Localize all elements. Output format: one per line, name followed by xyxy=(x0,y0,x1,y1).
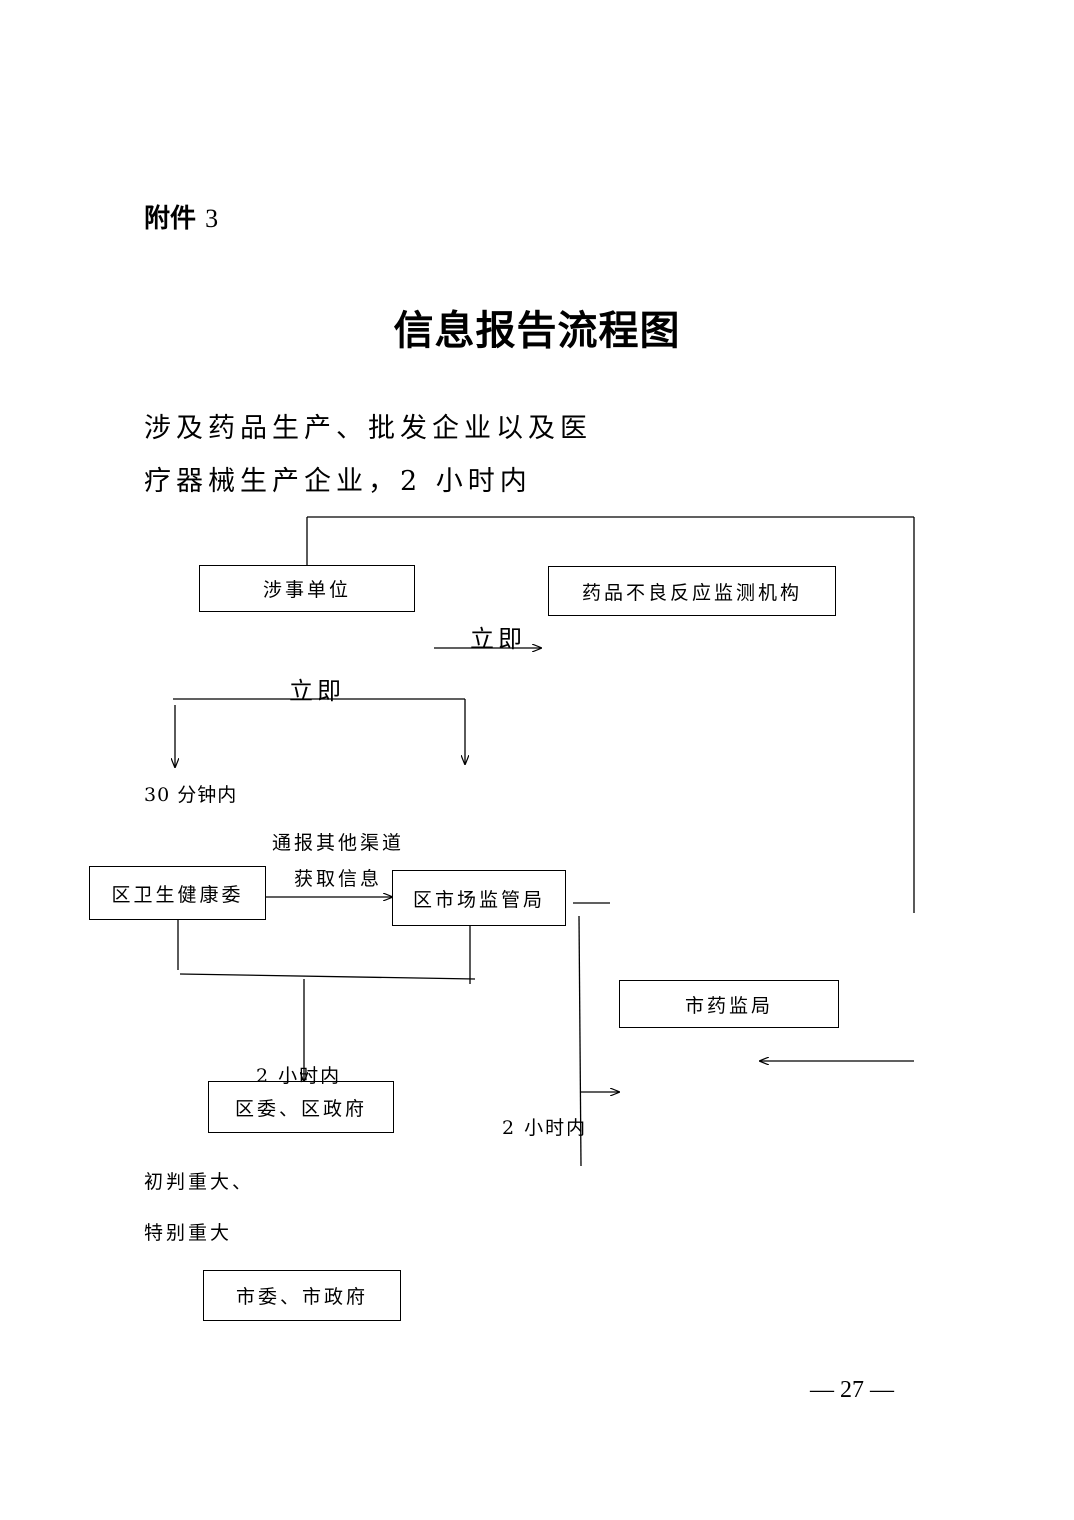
intro-line-2: 疗器械生产企业，2 小时内 xyxy=(144,466,532,497)
label-notify-other-1: 通报其他渠道 xyxy=(272,832,405,854)
label-major-1: 初判重大、 xyxy=(144,1171,255,1193)
page-title: 信息报告流程图 xyxy=(393,308,681,354)
node-district-market: 区市场监管局 xyxy=(392,870,566,926)
label-major-2: 特别重大 xyxy=(144,1222,233,1244)
intro-line-1: 涉及药品生产、批发企业以及医 xyxy=(144,413,592,444)
label-notify-other-2: 获取信息 xyxy=(294,868,383,890)
label-immediately-2: 立即 xyxy=(289,677,345,705)
label-within-30-min: 30 分钟内 xyxy=(144,784,238,806)
node-involved-unit: 涉事单位 xyxy=(199,565,415,612)
node-district-committee-gov: 区委、区政府 xyxy=(208,1081,394,1133)
node-district-health: 区卫生健康委 xyxy=(89,866,266,920)
bottom-bracket xyxy=(179,973,476,980)
attachment-label: 附件 3 xyxy=(144,204,219,234)
label-within-2h-right: 2 小时内 xyxy=(502,1117,588,1139)
node-city-committee-gov: 市委、市政府 xyxy=(203,1270,401,1321)
center-vertical-line xyxy=(578,915,582,1167)
label-within-2h-left: 2 小时内 xyxy=(256,1065,342,1087)
node-adr-monitoring: 药品不良反应监测机构 xyxy=(548,566,836,616)
page-number: — 27 — xyxy=(810,1377,894,1403)
node-city-drug-admin: 市药监局 xyxy=(619,980,839,1028)
label-immediately-1: 立即 xyxy=(470,625,526,653)
